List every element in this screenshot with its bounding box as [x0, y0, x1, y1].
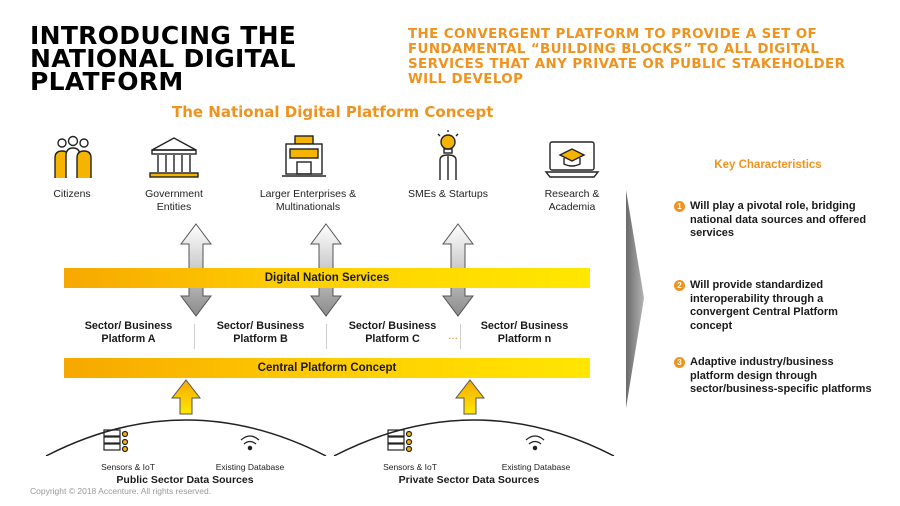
sector-platform-b: Sector/ Business Platform B: [216, 320, 305, 345]
public-sensors-label: Sensors & IoT: [101, 462, 155, 472]
central-platform-bar: Central Platform Concept: [64, 358, 590, 378]
graduation-laptop-icon: [544, 141, 600, 178]
sector-platform-n: Sector/ Business Platform n: [480, 320, 569, 345]
public-database-label: Existing Database: [215, 462, 285, 472]
stakeholder-label-enterprises: Larger Enterprises & Multinationals: [259, 188, 357, 213]
lightbulb-person-icon: [437, 130, 459, 180]
concept-title: The National Digital Platform Concept: [172, 103, 494, 121]
private-database-label: Existing Database: [501, 462, 571, 472]
sector-separator: [194, 324, 195, 349]
arrow-public-up: [170, 379, 202, 415]
government-building-icon: [149, 137, 199, 178]
sector-separator: [460, 324, 461, 349]
key-characteristics-title: Key Characteristics: [714, 159, 822, 171]
sector-separator: [326, 324, 327, 349]
arrow-private-up: [454, 379, 486, 415]
digital-nation-services-bar: Digital Nation Services: [64, 268, 590, 288]
database-wifi-icon: [525, 435, 545, 451]
enterprise-building-icon: [282, 135, 326, 177]
sector-platform-c: Sector/ Business Platform C: [348, 320, 437, 345]
stakeholder-label-research: Research & Academia: [544, 188, 600, 213]
page-subtitle: THE CONVERGENT PLATFORM TO PROVIDE A SET…: [408, 27, 846, 87]
number-badge: 1: [674, 201, 685, 212]
page-title: INTRODUCING THE NATIONAL DIGITAL PLATFOR…: [30, 21, 297, 96]
number-badge: 3: [674, 357, 685, 368]
private-dome-arc: [333, 419, 615, 456]
sector-ellipsis: ...: [448, 328, 459, 342]
stakeholder-label-smes: SMEs & Startups: [408, 188, 488, 200]
copyright: Copyright © 2018 Accenture. All rights r…: [30, 486, 212, 496]
stakeholder-label-government: Government Entities: [145, 188, 203, 213]
stakeholder-icons: [54, 130, 600, 180]
private-sensors-label: Sensors & IoT: [383, 462, 437, 472]
private-sector-data-sources: Private Sector Data Sources: [398, 474, 540, 486]
public-dome-arc: [45, 419, 327, 456]
sensors-iot-icon: [103, 429, 129, 453]
stakeholder-label-citizens: Citizens: [53, 188, 91, 200]
pointer-triangle: [626, 190, 644, 408]
citizens-icon: [54, 135, 92, 178]
sensors-iot-icon: [387, 429, 413, 453]
sector-platform-a: Sector/ Business Platform A: [84, 320, 173, 345]
data-source-domes: [45, 379, 615, 456]
number-badge: 2: [674, 280, 685, 291]
public-sector-data-sources: Public Sector Data Sources: [116, 474, 254, 486]
database-wifi-icon: [240, 435, 260, 451]
